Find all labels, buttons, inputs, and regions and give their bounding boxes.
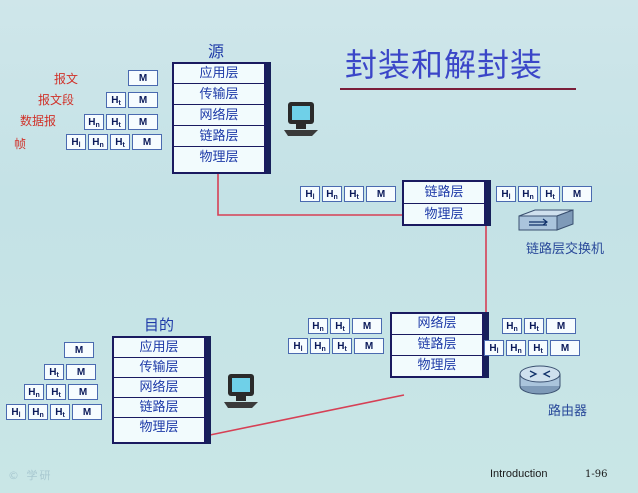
message-cell: M [132,134,162,150]
unit-message: 报文 [54,72,79,86]
src-layer-link: 链路层 [174,127,264,147]
message-cell: M [354,338,384,354]
switch-layer-link: 链路层 [404,182,484,204]
source-computer-icon [284,102,318,136]
message-cell: M [68,384,98,400]
footer-label: Introduction [490,468,548,480]
unit-frame: 帧 [14,137,27,151]
router-label: 路由器 [548,404,588,419]
switch-layer-physical: 物理层 [424,207,464,222]
message-cell: M [72,404,102,420]
src-packet-app: M [128,70,158,86]
message-cell: M [64,342,94,358]
message-cell: M [352,318,382,334]
src-layer-physical: 物理层 [199,150,239,165]
message-cell: M [546,318,576,334]
title-underline [340,88,576,90]
unit-segment: 报文段 [38,93,75,107]
path-source-to-switch [217,170,404,216]
path-switch-to-router [484,215,487,356]
dst-layer-transport: 传输层 [114,358,204,378]
src-layer-application: 应用层 [174,64,264,84]
src-layer-transport: 传输层 [174,85,264,105]
message-cell: M [128,70,158,86]
dst-layer-application: 应用层 [114,338,204,358]
router-layer-physical: 物理层 [417,358,457,373]
router-layer-network: 网络层 [392,314,482,335]
switch-icon [518,209,574,231]
message-cell: M [562,186,592,202]
dst-layer-physical: 物理层 [139,420,179,435]
source-label: 源 [208,42,225,61]
dest-label: 目的 [144,316,175,334]
page-number: 1-96 [585,469,608,480]
src-layer-network: 网络层 [174,106,264,126]
dest-protocol-stack: 应用层 传输层 网络层 链路层 物理层 [112,336,206,444]
message-cell: M [366,186,396,202]
router-icon [519,365,561,395]
source-protocol-stack: 应用层 传输层 网络层 链路层 物理层 [172,62,266,174]
switch-protocol-stack: 链路层 物理层 [402,180,486,226]
unit-datagram: 数据报 [20,114,57,128]
message-cell: M [128,92,158,108]
watermark: © 学研 [8,469,53,482]
router-layer-link: 链路层 [392,335,482,356]
slide-title: 封装和解封装 [345,46,544,84]
message-cell: M [550,340,580,356]
dest-computer-icon [224,374,258,408]
dst-layer-link: 链路层 [114,398,204,418]
dst-layer-network: 网络层 [114,378,204,398]
switch-label: 链路层交换机 [526,242,605,257]
router-protocol-stack: 网络层 链路层 物理层 [390,312,484,378]
message-cell: M [128,114,158,130]
dst-packet-app: M [64,342,94,358]
message-cell: M [66,364,96,380]
